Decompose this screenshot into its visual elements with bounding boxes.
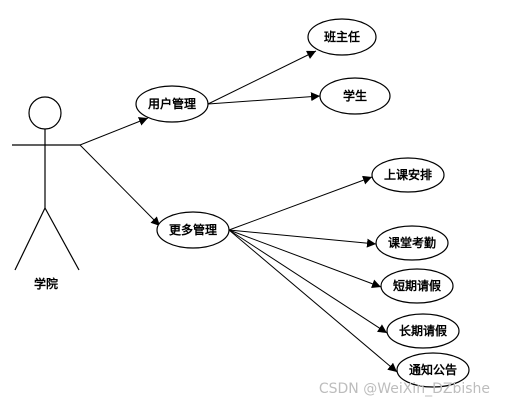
arrow-more-mgmt-to-short-leave	[228, 229, 382, 289]
arrow-more-mgmt-to-class-schedule	[228, 175, 373, 231]
watermark: CSDN @WeiXin_DZbishe	[319, 381, 490, 397]
actor-figure	[12, 96, 80, 271]
actor-head	[28, 96, 62, 130]
use-case-student: 学生	[319, 77, 391, 115]
use-case-user-mgmt-label: 用户管理	[147, 96, 196, 111]
use-case-attendance-label: 课堂考勤	[388, 235, 436, 250]
arrow-user-mgmt-to-class-teacher	[207, 50, 317, 105]
arrow-actor-to-more-mgmt	[79, 144, 161, 227]
use-case-more-mgmt-label: 更多管理	[169, 222, 217, 237]
use-case-class-schedule: 上课安排	[371, 157, 445, 193]
arrow-more-mgmt-to-attendance	[228, 229, 377, 248]
actor-label: 学院	[34, 276, 58, 291]
use-case-user-mgmt: 用户管理	[135, 85, 209, 123]
arrow-actor-to-user-mgmt	[79, 117, 149, 146]
use-case-more-mgmt: 更多管理	[156, 211, 230, 249]
use-case-class-teacher: 班主任	[307, 18, 377, 56]
use-case-class-schedule-label: 上课安排	[384, 167, 432, 182]
use-case-notice: 通知公告	[396, 352, 470, 388]
use-case-short-leave-label: 短期请假	[393, 278, 442, 293]
associations	[79, 50, 398, 373]
use-case-short-leave: 短期请假	[380, 268, 454, 304]
use-case-student-label: 学生	[343, 88, 367, 103]
arrow-more-mgmt-to-long-leave	[228, 229, 388, 334]
use-case-attendance: 课堂考勤	[375, 225, 449, 261]
arrow-user-mgmt-to-student	[207, 92, 321, 105]
actor-right-leg	[44, 207, 80, 271]
use-case-long-leave-label: 长期请假	[399, 323, 448, 338]
use-case-long-leave: 长期请假	[386, 313, 460, 349]
use-case-notice-label: 通知公告	[409, 362, 457, 377]
use-case-class-teacher-label: 班主任	[324, 29, 360, 44]
actor-left-leg	[14, 207, 46, 271]
arrow-more-mgmt-to-notice	[228, 229, 398, 373]
